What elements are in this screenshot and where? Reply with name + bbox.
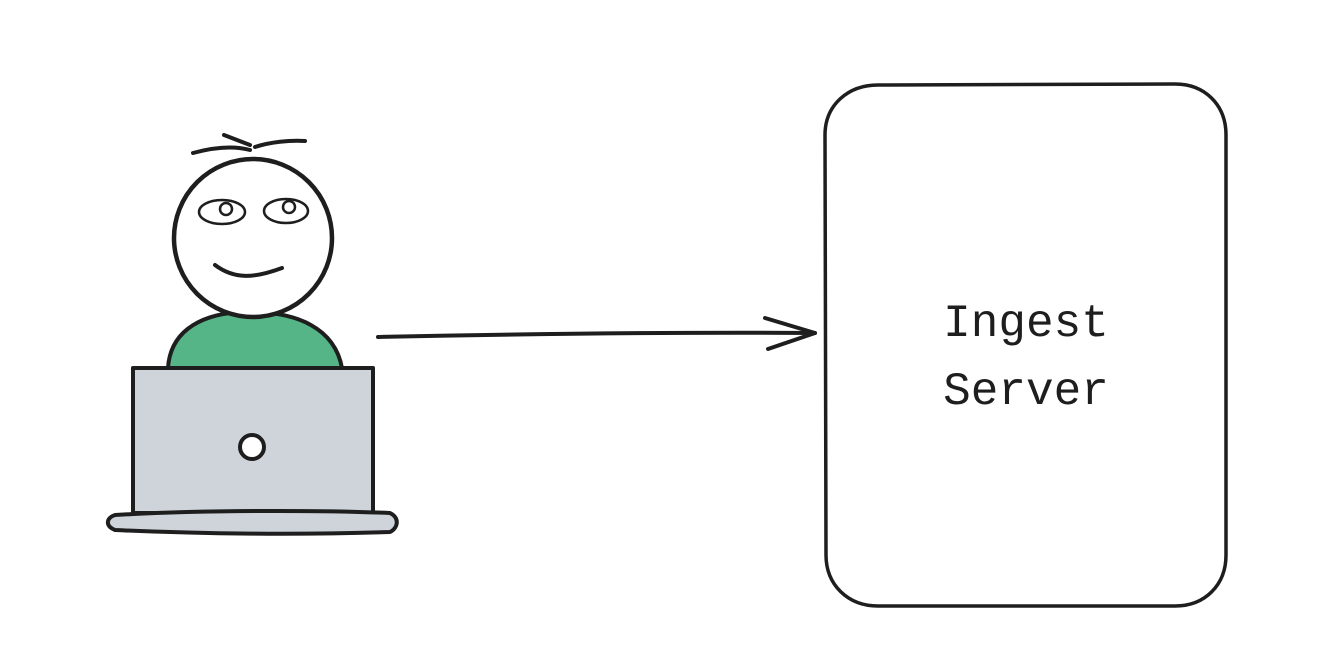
ingest-server-box xyxy=(823,82,1228,608)
arrow xyxy=(376,316,817,351)
hair xyxy=(191,133,307,155)
right-eye xyxy=(262,197,310,225)
shirt xyxy=(166,309,344,370)
smile xyxy=(213,263,284,278)
laptop-logo-icon xyxy=(238,433,266,461)
ingest-server-label: Ingest Server xyxy=(826,290,1226,426)
user-figure xyxy=(105,133,399,536)
label-line-1: Ingest xyxy=(943,298,1109,350)
right-pupil xyxy=(281,199,297,215)
label-line-2: Server xyxy=(943,366,1109,418)
left-pupil xyxy=(218,201,234,217)
laptop-base xyxy=(105,508,399,536)
left-eye xyxy=(197,198,247,226)
head xyxy=(171,156,335,320)
